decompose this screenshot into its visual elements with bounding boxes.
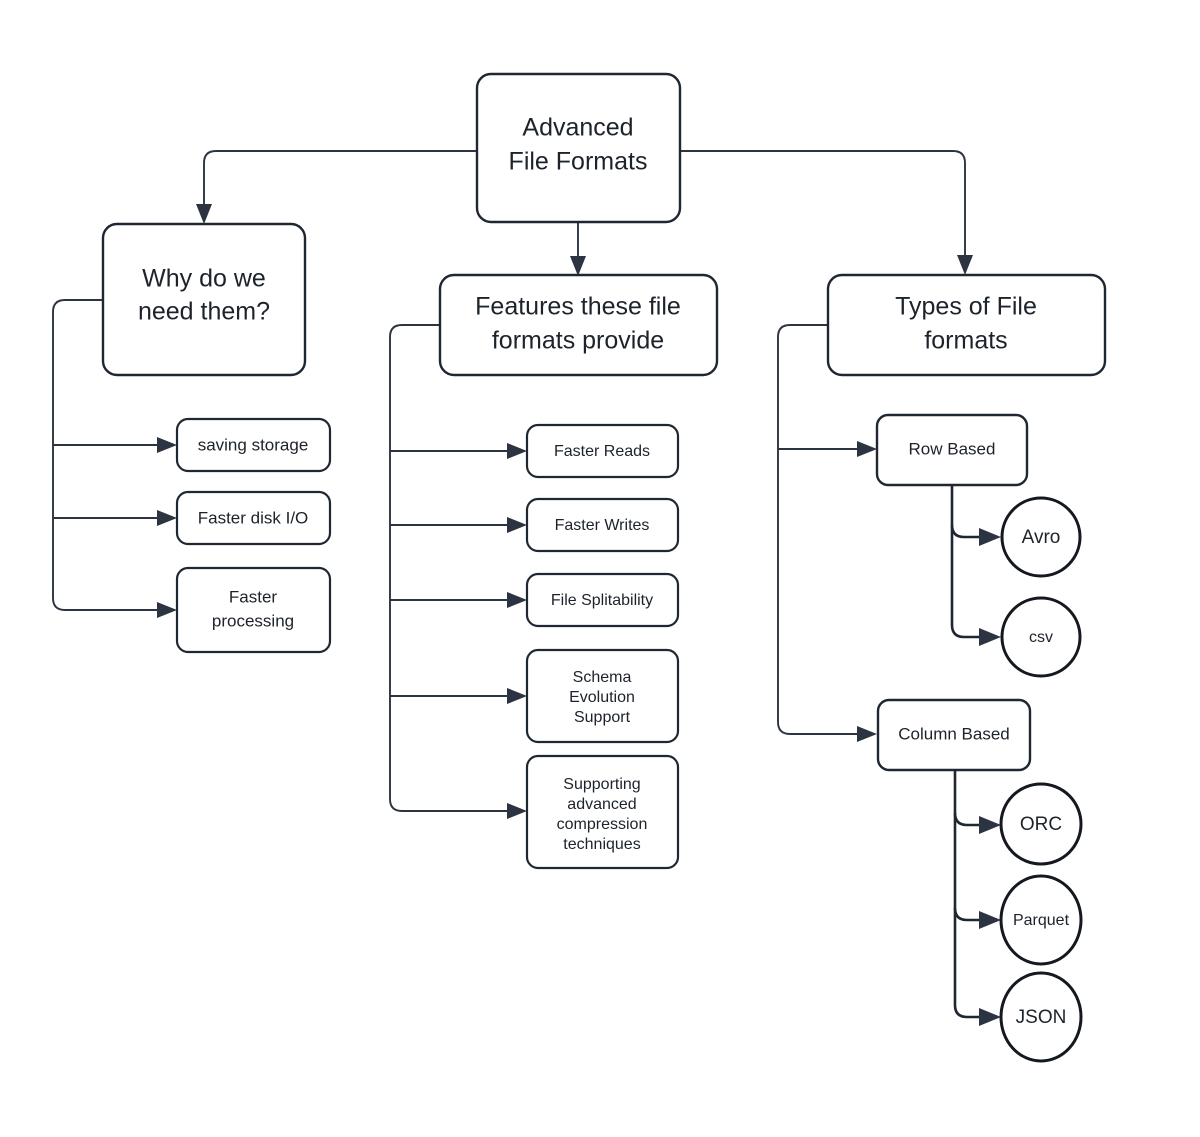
node-label-line2: formats provide: [492, 327, 664, 355]
arrowhead-icon: [157, 602, 177, 618]
node-label-line3: Support: [574, 709, 631, 726]
node-label-line1: Supporting: [563, 776, 640, 793]
node-avro[interactable]: Avro: [1000, 496, 1082, 578]
node-label: Faster disk I/O: [198, 508, 309, 527]
arrowhead-icon: [507, 803, 527, 819]
arrowhead-icon: [979, 1008, 1001, 1026]
arrowhead-icon: [570, 256, 586, 276]
edge-root-to-types: [680, 150, 973, 275]
arrowhead-icon: [857, 441, 877, 457]
node-label-line1: Faster: [229, 587, 278, 606]
node-parquet[interactable]: Parquet: [999, 874, 1083, 966]
node-label-line2: Evolution: [569, 689, 635, 706]
node-label-line1: Features these file: [475, 293, 681, 321]
node-label: JSON: [1016, 1007, 1067, 1028]
node-label: ORC: [1020, 814, 1062, 835]
node-label: Avro: [1022, 527, 1061, 548]
node-schema-evolution-support[interactable]: Schema Evolution Support: [525, 648, 680, 744]
node-label: saving storage: [198, 435, 309, 454]
node-json[interactable]: JSON: [999, 971, 1083, 1063]
arrowhead-icon: [957, 255, 973, 275]
node-label: Parquet: [1013, 912, 1070, 929]
edge-columnbased-children: [953, 770, 1001, 1026]
arrowhead-icon: [196, 204, 212, 224]
node-label-line4: techniques: [563, 836, 640, 853]
node-column-based[interactable]: Column Based: [876, 698, 1032, 772]
arrowhead-icon: [507, 517, 527, 533]
node-label-line1: Types of File: [895, 293, 1037, 321]
arrowhead-icon: [857, 726, 877, 742]
arrowhead-icon: [157, 437, 177, 453]
node-label: File Splitability: [551, 592, 653, 609]
node-label-line2: advanced: [567, 796, 636, 813]
node-csv[interactable]: csv: [1000, 596, 1082, 678]
arrowhead-icon: [979, 628, 1001, 646]
arrowhead-icon: [507, 592, 527, 608]
node-orc[interactable]: ORC: [999, 782, 1083, 866]
arrowhead-icon: [979, 911, 1001, 929]
node-label-line2: File Formats: [509, 148, 648, 176]
edge-rowbased-children: [950, 485, 1001, 646]
node-advanced-compression[interactable]: Supporting advanced compression techniqu…: [525, 754, 680, 870]
node-label-line3: compression: [557, 816, 648, 833]
node-faster-writes[interactable]: Faster Writes: [525, 497, 680, 553]
node-faster-processing[interactable]: Faster processing: [175, 566, 332, 654]
edge-types-trunk: [777, 324, 877, 742]
arrowhead-icon: [979, 816, 1001, 834]
node-label-line1: Advanced: [522, 114, 633, 142]
node-file-splitability[interactable]: File Splitability: [525, 572, 680, 628]
node-faster-reads[interactable]: Faster Reads: [525, 423, 680, 479]
edge-root-to-why: [196, 150, 477, 224]
node-label-line2: need them?: [138, 298, 270, 326]
node-advanced-file-formats[interactable]: Advanced File Formats: [475, 72, 682, 224]
edge-features-trunk: [389, 324, 527, 819]
node-label-line2: formats: [924, 327, 1007, 355]
node-label: Faster Reads: [554, 443, 650, 460]
arrowhead-icon: [507, 443, 527, 459]
node-label: Row Based: [909, 439, 996, 458]
node-types-of-file-formats[interactable]: Types of File formats: [826, 273, 1107, 377]
edge-why-trunk: [52, 299, 177, 618]
node-features-provided[interactable]: Features these file formats provide: [438, 273, 719, 377]
node-label-line1: Why do we: [142, 265, 266, 293]
node-saving-storage[interactable]: saving storage: [175, 417, 332, 473]
node-label: Faster Writes: [555, 517, 650, 534]
node-faster-disk-io[interactable]: Faster disk I/O: [175, 490, 332, 546]
arrowhead-icon: [507, 688, 527, 704]
node-row-based[interactable]: Row Based: [875, 413, 1029, 487]
arrowhead-icon: [979, 528, 1001, 546]
arrowhead-icon: [157, 510, 177, 526]
edge-root-to-features: [570, 222, 586, 276]
node-why-need-them[interactable]: Why do we need them?: [101, 222, 307, 377]
node-label-line1: Schema: [573, 669, 632, 686]
node-label: csv: [1029, 629, 1053, 646]
node-label-line2: processing: [212, 611, 294, 630]
node-label: Column Based: [898, 724, 1010, 743]
